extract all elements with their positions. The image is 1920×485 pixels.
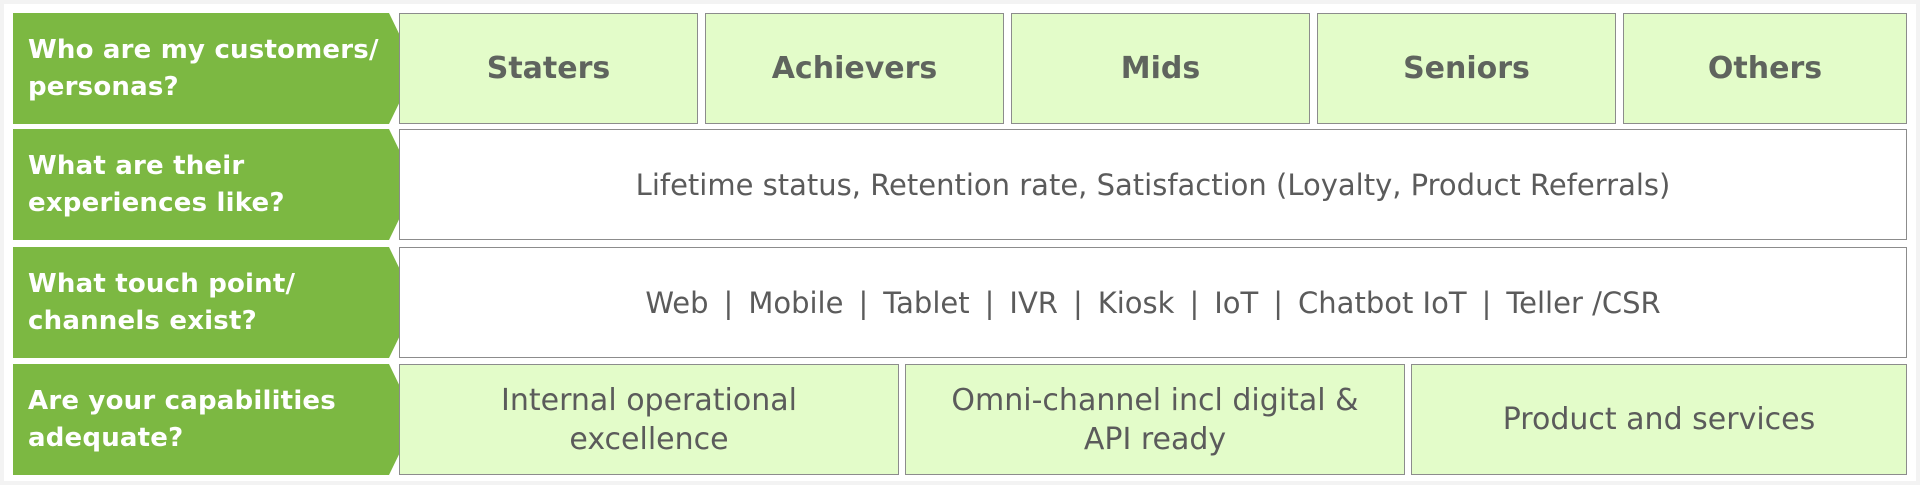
question-chevron: Who are my customers/ personas?	[13, 13, 416, 124]
channels-list: Web | Mobile | Tablet | IVR | Kiosk | Io…	[645, 286, 1660, 320]
channel-item: Mobile	[748, 285, 844, 320]
channel-item: Chatbot IoT	[1298, 285, 1467, 320]
channel-separator: |	[1481, 285, 1492, 320]
channel-separator: |	[723, 285, 734, 320]
persona-label: Staters	[486, 51, 611, 86]
question-label: What touch point/ channels exist?	[28, 268, 296, 336]
channel-separator: |	[984, 285, 995, 320]
channel-item: Kiosk	[1097, 285, 1175, 320]
capability-label: Omni-channel incl digital & API ready	[951, 382, 1359, 457]
channel-item: IoT	[1214, 285, 1259, 320]
persona-cell: Achievers	[705, 13, 1004, 124]
channel-item: Teller /CSR	[1506, 285, 1661, 320]
persona-cell: Mids	[1011, 13, 1310, 124]
channel-separator: |	[1072, 285, 1083, 320]
capability-label: Product and services	[1502, 402, 1816, 437]
persona-label: Seniors	[1403, 51, 1530, 86]
question-chevron: What touch point/ channels exist?	[13, 247, 416, 358]
row-experiences: What are their experiences like? Lifetim…	[13, 129, 1907, 240]
row-capabilities: Are your capabilities adequate? Internal…	[13, 364, 1907, 475]
channel-item: IVR	[1009, 285, 1058, 320]
capability-cell: Product and services	[1411, 364, 1907, 475]
channel-separator: |	[1273, 285, 1284, 320]
question-chevron: What are their experiences like?	[13, 129, 416, 240]
question-label: What are their experiences like?	[28, 150, 285, 218]
experiences-cell: Lifetime status, Retention rate, Satisfa…	[399, 129, 1907, 240]
channels-cell: Web | Mobile | Tablet | IVR | Kiosk | Io…	[399, 247, 1907, 358]
persona-cell: Others	[1623, 13, 1907, 124]
persona-label: Mids	[1120, 51, 1201, 86]
experiences-text: Lifetime status, Retention rate, Satisfa…	[635, 167, 1671, 202]
persona-label: Others	[1707, 51, 1823, 86]
row-customers: Who are my customers/ personas? Staters …	[13, 13, 1907, 124]
persona-cell: Staters	[399, 13, 698, 124]
persona-cell: Seniors	[1317, 13, 1616, 124]
row-channels: What touch point/ channels exist? Web | …	[13, 247, 1907, 358]
channel-separator: |	[858, 285, 869, 320]
channel-item: Tablet	[883, 285, 970, 320]
persona-label: Achievers	[771, 51, 938, 86]
channel-separator: |	[1189, 285, 1200, 320]
question-label: Who are my customers/ personas?	[28, 34, 379, 102]
channel-item: Web	[645, 285, 709, 320]
question-chevron: Are your capabilities adequate?	[13, 364, 416, 475]
capability-cell: Internal operational excellence	[399, 364, 899, 475]
capability-label: Internal operational excellence	[501, 382, 797, 457]
capability-cell: Omni-channel incl digital & API ready	[905, 364, 1405, 475]
question-label: Are your capabilities adequate?	[28, 385, 336, 453]
